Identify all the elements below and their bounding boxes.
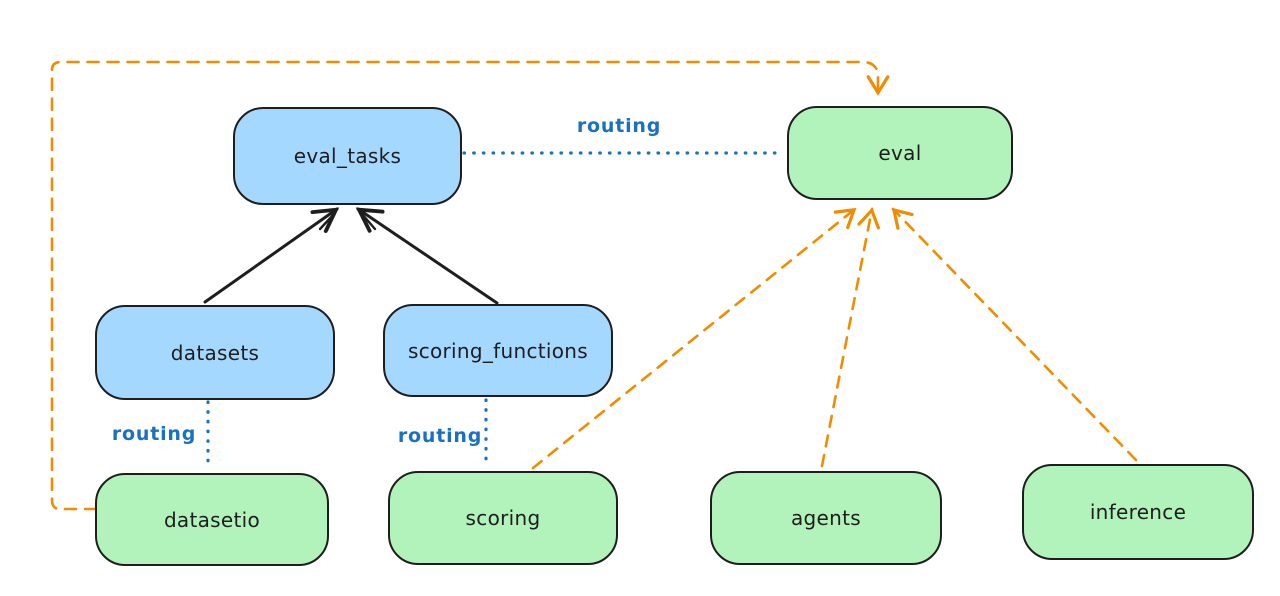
node-inference-label: inference — [1089, 500, 1187, 524]
node-datasets-label: datasets — [170, 340, 260, 365]
arrow-datasetio-to-eval-loop — [50, 60, 890, 511]
arrow-datasets-to-eval_tasks-sketch-stroke — [318, 212, 336, 231]
node-agents: agents — [710, 471, 942, 565]
node-scoring_functions: scoring_functions — [383, 304, 613, 397]
node-eval_tasks: eval_tasks — [233, 107, 462, 205]
node-eval: eval — [787, 106, 1013, 200]
node-inference: inference — [1022, 464, 1254, 560]
arrow-datasets-to-eval_tasks — [203, 207, 340, 304]
node-datasetio-label: datasetio — [163, 507, 261, 532]
node-agents-label: agents — [791, 506, 861, 530]
node-scoring_functions-label: scoring_functions — [407, 338, 589, 363]
node-scoring-label: scoring — [465, 506, 541, 530]
arrow-scoring_functions-to-eval_tasks-sketch-stroke — [360, 212, 377, 231]
arrow-inference-to-eval — [891, 207, 1138, 462]
routing-label-scoring_functions-scoring: routing — [397, 425, 483, 447]
node-datasetio: datasetio — [95, 473, 329, 566]
routing-label-datasets-datasetio: routing — [111, 423, 197, 445]
arrow-agents-to-eval — [820, 207, 880, 468]
node-scoring: scoring — [388, 471, 618, 565]
arrow-scoring_functions-to-eval_tasks — [355, 207, 499, 305]
node-eval-label: eval — [878, 141, 922, 165]
node-datasets: datasets — [95, 305, 335, 400]
node-eval_tasks-label: eval_tasks — [293, 144, 402, 168]
arrow-scoring-to-eval — [531, 207, 857, 470]
routing-label-eval_tasks-eval: routing — [576, 115, 662, 137]
